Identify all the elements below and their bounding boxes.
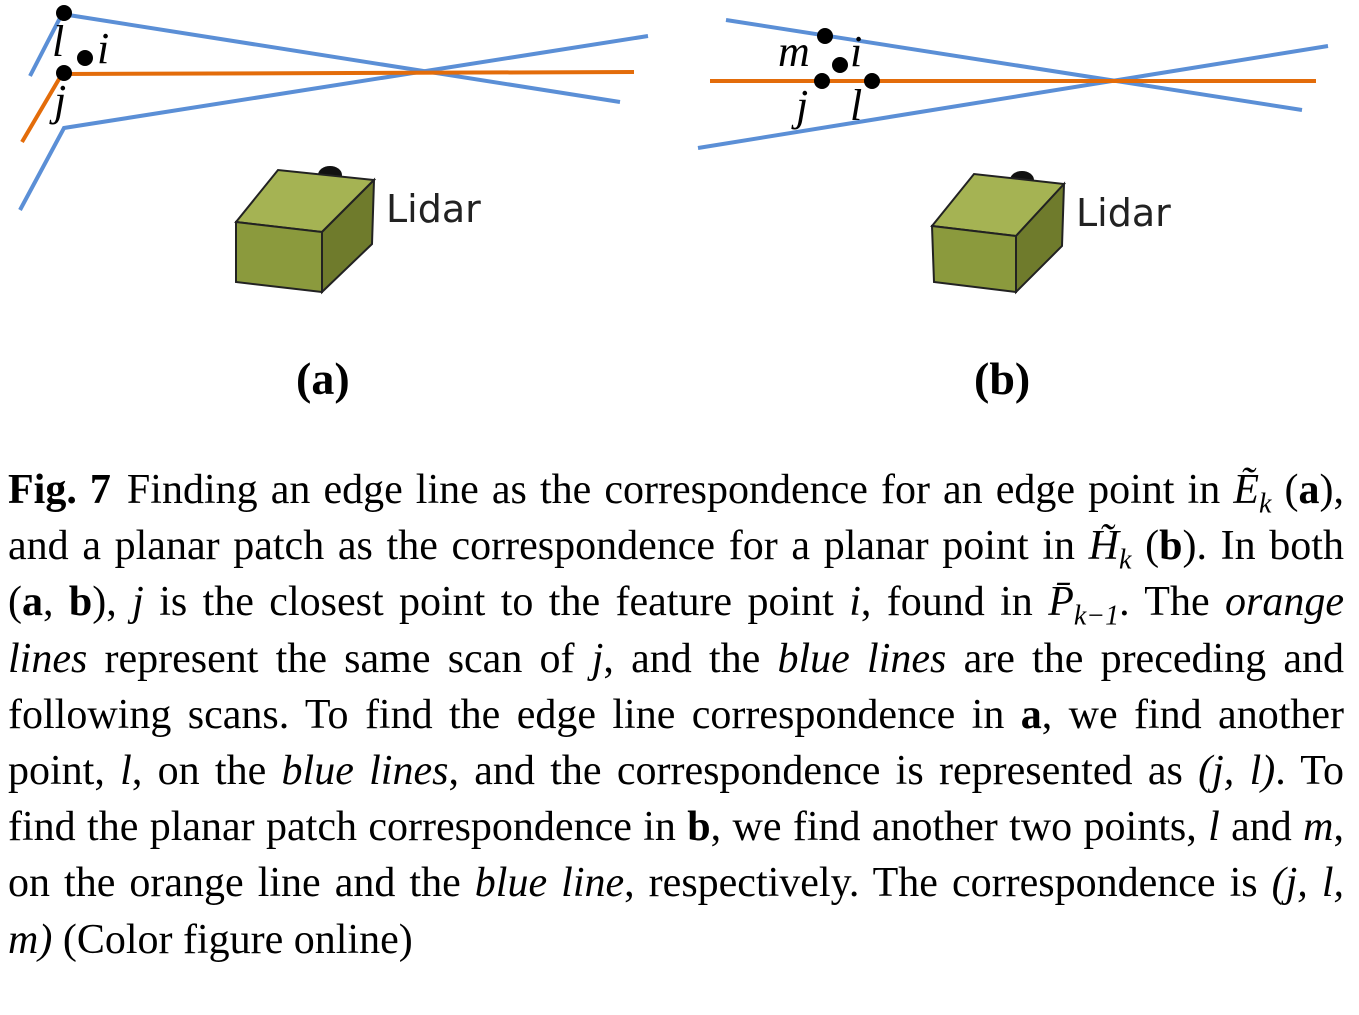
point-m-b	[817, 28, 833, 44]
caption-text: Finding an edge line as the corresponden…	[126, 467, 1234, 513]
figure-number: Fig. 7	[8, 467, 111, 513]
point-i-b	[832, 57, 848, 73]
point-label-l-a: l	[52, 17, 64, 66]
figure-illustration: l i j Lidar m i j l	[18, 5, 1329, 295]
point-l-a	[56, 5, 72, 21]
math-correspondence-a: (j, l)	[1198, 748, 1276, 795]
math-edge-set: Ẽk	[1233, 467, 1272, 520]
subfigure-label-b: (b)	[974, 353, 1031, 404]
point-l-b	[864, 73, 880, 89]
point-label-l-b: l	[850, 81, 862, 130]
point-j-a	[56, 65, 72, 81]
panel-a: l i j Lidar	[18, 5, 649, 295]
math-correspondence-b: (j, l, m)	[8, 860, 1344, 963]
orange-scan-line-a	[20, 70, 635, 144]
figure-caption: Fig. 7 Finding an edge line as the corres…	[8, 467, 1345, 963]
lidar-label-b: Lidar	[1076, 191, 1171, 235]
math-point-cloud: P̄k−1	[1048, 579, 1120, 632]
math-planar-set: H̃k	[1088, 523, 1132, 576]
blue-scan-line-lower-a	[18, 34, 649, 211]
point-label-j-b: j	[791, 81, 808, 130]
blue-scan-line-lower-b	[697, 44, 1329, 150]
point-j-b	[814, 73, 830, 89]
subfigure-label-a: (a)	[296, 353, 350, 404]
point-label-j-a: j	[49, 76, 66, 125]
point-label-m-b: m	[778, 27, 810, 76]
lidar-label-a: Lidar	[386, 187, 481, 231]
lidar-device-b	[930, 171, 1067, 295]
point-label-i-b: i	[850, 27, 862, 76]
point-i-a	[77, 50, 93, 66]
point-label-i-a: i	[97, 24, 109, 73]
panel-b: m i j l Lidar	[697, 18, 1329, 295]
lidar-device-a	[234, 166, 377, 295]
